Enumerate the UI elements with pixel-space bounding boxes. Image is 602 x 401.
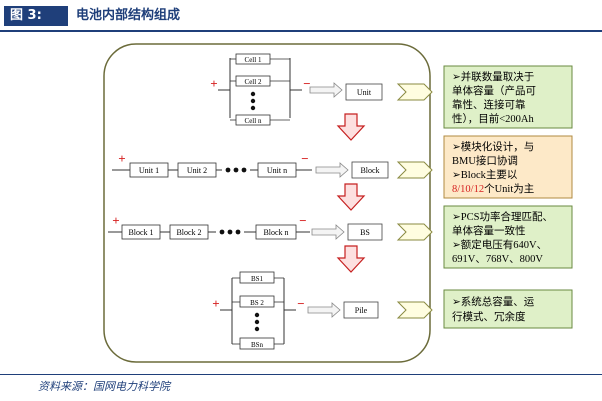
ellipsis-dot <box>254 319 260 325</box>
level-units: + Unit 1 Unit 2 Unit n − Block <box>112 151 389 179</box>
ellipsis-dot <box>227 229 233 235</box>
bs-n-label: BSn <box>251 341 264 349</box>
unit-2-label: Unit 2 <box>187 166 207 175</box>
highlight-rest: 个Unit为主 <box>484 183 534 195</box>
minus-sign: − <box>301 151 308 166</box>
source-caption: 资料来源：国网电力科学院 <box>38 380 170 393</box>
unit-1-label: Unit 1 <box>139 166 159 175</box>
minus-sign: − <box>297 296 304 311</box>
flow-arrow <box>309 82 343 98</box>
plus-sign: + <box>212 296 219 311</box>
battery-structure-diagram: Cell 1 Cell 2 Cell n + − Unit + <box>0 32 602 370</box>
block-2-label: Block 2 <box>176 228 201 237</box>
note-line: 691V、768V、800V <box>452 254 543 265</box>
note-line: ➢模块化设计，与 <box>452 140 534 153</box>
cell-2-label: Cell 2 <box>245 78 262 86</box>
unit-result-box <box>345 83 383 101</box>
header-rule <box>0 30 602 32</box>
ellipsis-dot <box>219 229 225 235</box>
chevron-icon <box>396 83 433 101</box>
flow-arrow <box>315 162 349 178</box>
bs-n-box <box>239 337 275 350</box>
note-line: ➢并联数量取决于 <box>452 70 534 83</box>
block-n-label: Block n <box>263 228 288 237</box>
note-bs: ➢PCS功率合理匹配、 单体容量一致性 ➢额定电压有640V、 691V、768… <box>443 205 573 269</box>
note-line: ➢PCS功率合理匹配、 <box>452 210 553 223</box>
ellipsis-dot <box>225 167 231 173</box>
down-arrow <box>336 245 366 273</box>
unit-result-label: Unit <box>357 88 372 97</box>
cell-1-label: Cell 1 <box>245 56 262 64</box>
block-result-label: Block <box>360 166 379 175</box>
level-cells: Cell 1 Cell 2 Cell n + − Unit <box>210 53 383 126</box>
highlight-text: 8/10/12 <box>452 184 484 195</box>
ellipsis-dot <box>250 105 256 111</box>
note-line: ➢额定电压有640V、 <box>452 238 547 251</box>
bs-2-box <box>239 295 275 308</box>
ellipsis-dot <box>233 167 239 173</box>
ellipsis-dot <box>241 167 247 173</box>
block-result-box <box>351 161 389 179</box>
note-pile: ➢系统总容量、运 行模式、冗余度 <box>443 289 573 329</box>
note-line: 行模式、冗余度 <box>452 310 526 323</box>
note-line: 靠性、连接可靠 <box>452 98 526 111</box>
chevron-icon <box>396 301 433 319</box>
minus-sign: − <box>299 213 306 228</box>
pile-result-box <box>343 301 379 319</box>
plus-sign: + <box>118 151 125 166</box>
note-line: 性），目前<200Ah <box>452 112 535 125</box>
note-line-highlight: 8/10/12个Unit为主 <box>452 183 534 195</box>
ellipsis-dot <box>250 98 256 104</box>
note-block: ➢模块化设计，与 BMU接口协调 ➢Block主要以 8/10/12个Unit为… <box>443 135 573 199</box>
flow-arrow <box>307 302 341 318</box>
ellipsis-dot <box>235 229 241 235</box>
flow-arrow <box>311 224 345 240</box>
block-1-label: Block 1 <box>128 228 153 237</box>
bs-result-label: BS <box>360 228 370 237</box>
ellipsis-dot <box>254 326 260 332</box>
pile-result-label: Pile <box>355 306 368 315</box>
note-line: 单体容量（产品可 <box>452 84 536 97</box>
note-unit: ➢并联数量取决于 单体容量（产品可 靠性、连接可靠 性），目前<200Ah <box>443 65 573 129</box>
ellipsis-dot <box>254 312 260 318</box>
chevron-icon <box>396 161 433 179</box>
bs-1-box <box>239 271 275 284</box>
level-blocks: + Block 1 Block 2 Block n − BS <box>108 213 383 241</box>
level-bs: BS1 BS 2 BSn + − Pile <box>212 271 379 350</box>
unit-n-label: Unit n <box>267 166 287 175</box>
plus-sign: + <box>112 213 119 228</box>
note-line: ➢系统总容量、运 <box>452 295 535 308</box>
note-line: ➢Block主要以 <box>452 169 518 181</box>
bs-result-box <box>347 223 383 241</box>
minus-sign: − <box>303 76 310 91</box>
note-line: 单体容量一致性 <box>452 224 526 237</box>
figure-label: 图 3: <box>4 6 68 26</box>
plus-sign: + <box>210 76 217 91</box>
down-arrow <box>336 183 366 211</box>
bs-1-label: BS1 <box>251 275 264 283</box>
chevron-icon <box>396 223 433 241</box>
source-rule <box>0 374 602 375</box>
down-arrow <box>336 113 366 141</box>
bs-2-label: BS 2 <box>250 299 264 307</box>
note-line: BMU接口协调 <box>452 154 518 167</box>
cell-n-label: Cell n <box>245 117 262 125</box>
figure-title: 电池内部结构组成 <box>76 8 181 23</box>
ellipsis-dot <box>250 91 256 97</box>
figure-header: 图 3: 电池内部结构组成 <box>0 0 602 28</box>
